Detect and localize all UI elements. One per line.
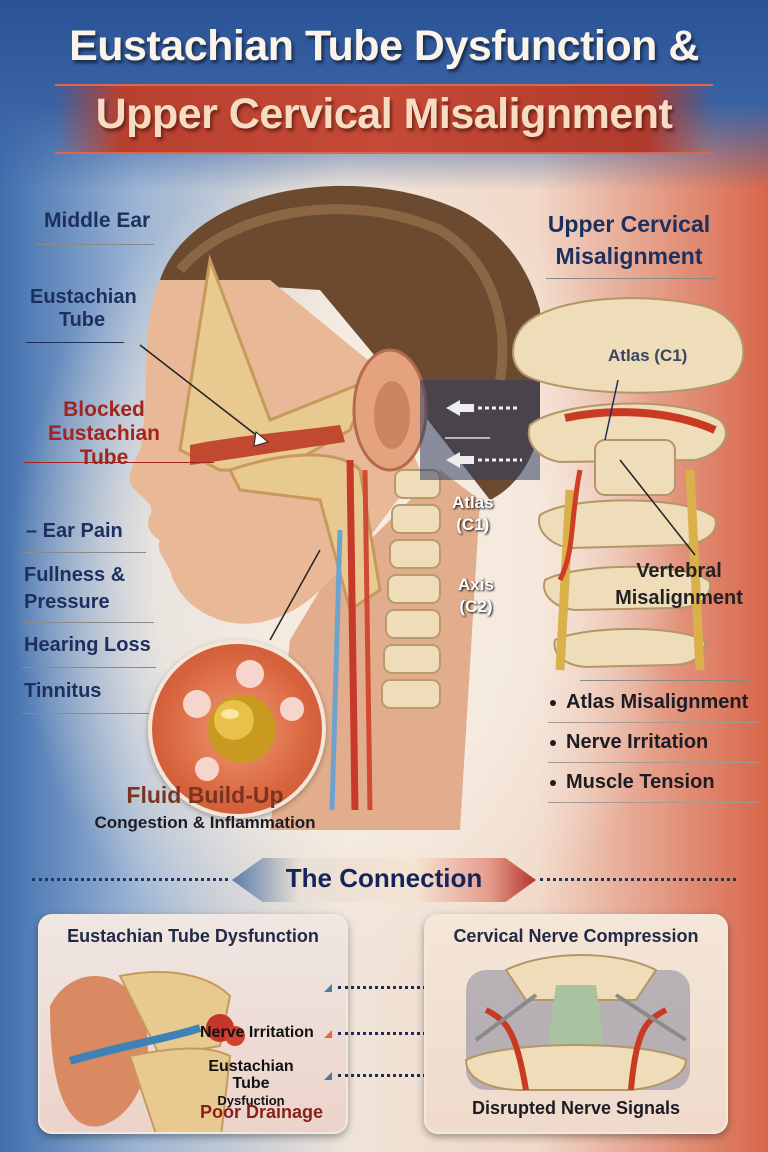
label-eustachian-tube: Eustachian Tube bbox=[30, 286, 137, 332]
card-left-etd-line1: Eustachian Tube bbox=[208, 1058, 294, 1092]
bullet-icon bbox=[550, 699, 556, 706]
right-bullet-list: Atlas Misalignment Nerve Irritation Musc… bbox=[548, 683, 758, 803]
arrow-tail-icon bbox=[324, 1030, 332, 1038]
bullet-icon bbox=[550, 739, 556, 746]
fluid-droplet-icon bbox=[183, 660, 304, 781]
fluid-buildup-magnified-view bbox=[148, 640, 326, 818]
divider bbox=[580, 680, 750, 681]
ear-anatomy-illustration bbox=[50, 971, 245, 1132]
pointer-line bbox=[26, 342, 124, 343]
symptom-tinnitus: Tinnitus bbox=[24, 680, 102, 702]
fluid-subtitle: Congestion & Inflammation bbox=[94, 813, 316, 832]
title-red-band bbox=[55, 84, 713, 154]
symptom-ear-pain: – Ear Pain bbox=[26, 520, 123, 542]
card-left-etd: Eustachian Tube Dysfuction bbox=[190, 1058, 312, 1109]
divider bbox=[22, 713, 162, 714]
label-middle-ear: Middle Ear bbox=[44, 209, 151, 232]
dotted-divider-right bbox=[540, 878, 736, 881]
label-blocked-eustachian-tube: Blocked Eustachian Tube bbox=[24, 398, 184, 470]
bullet-label: Nerve Irritation bbox=[566, 731, 709, 753]
label-blocked-line1: Blocked bbox=[63, 398, 145, 421]
label-eustachian-line2: Tube bbox=[58, 309, 106, 331]
arrow-tail-icon bbox=[324, 1072, 332, 1080]
connection-banner bbox=[232, 858, 536, 902]
divider bbox=[22, 622, 154, 623]
divider bbox=[22, 667, 156, 668]
bullet-muscle-tension: Muscle Tension bbox=[548, 763, 758, 803]
symptom-fullness-pressure: Fullness & Pressure bbox=[24, 562, 125, 616]
card-eustachian-tube-dysfunction: Eustachian Tube Dysfunction Nerve Irrita… bbox=[38, 914, 348, 1134]
fluid-caption: Fluid Build-Up Congestion & Inflammation bbox=[60, 782, 350, 833]
card-right-caption: Disrupted Nerve Signals bbox=[471, 1098, 681, 1118]
pointer-line bbox=[24, 462, 214, 463]
heading-line1: Upper Cervical bbox=[547, 211, 711, 237]
label-axis-c2-neck: Axis (C2) bbox=[458, 574, 494, 618]
bullet-atlas-misalignment: Atlas Misalignment bbox=[548, 683, 758, 723]
arrow-tail-icon bbox=[324, 984, 332, 992]
fluid-title: Fluid Build-Up bbox=[126, 782, 284, 808]
label-atlas-line2: (C1) bbox=[456, 515, 490, 534]
bullet-label: Atlas Misalignment bbox=[566, 691, 749, 713]
card-right-title: Cervical Nerve Compression bbox=[453, 926, 699, 946]
compressed-vertebrae-illustration bbox=[464, 954, 690, 1091]
label-vertebral-misalignment: Vertebral Misalignment bbox=[604, 558, 754, 612]
bullet-nerve-irritation: Nerve Irritation bbox=[548, 723, 758, 763]
heading-upper-cervical-misalignment: Upper Cervical Misalignment bbox=[540, 208, 718, 272]
label-atlas-line1: Atlas bbox=[452, 493, 494, 512]
label-blocked-line2: Eustachian Tube bbox=[47, 422, 161, 469]
divider bbox=[546, 278, 716, 279]
label-atlas-c1-right: Atlas (C1) bbox=[608, 346, 688, 365]
label-eustachian-line1: Eustachian bbox=[30, 286, 137, 308]
card-left-title: Eustachian Tube Dysfunction bbox=[67, 926, 319, 946]
card-left-nerve-irritation: Nerve Irritation bbox=[200, 1024, 314, 1041]
title-block: Eustachian Tube Dysfunction & Upper Cerv… bbox=[0, 0, 768, 165]
bullet-label: Muscle Tension bbox=[566, 771, 715, 793]
divider bbox=[36, 244, 154, 245]
arrow-dots bbox=[338, 1032, 438, 1035]
title-line-2: Upper Cervical Misalignment bbox=[95, 90, 673, 138]
label-axis-line1: Axis bbox=[458, 575, 494, 594]
label-vertebral-line2: Misalignment bbox=[615, 587, 743, 609]
symptom-fullness-line1: Fullness & bbox=[24, 564, 126, 586]
card-left-etd-line2: Dysfuction bbox=[217, 1093, 285, 1108]
label-axis-line2: (C2) bbox=[459, 597, 493, 616]
title-line-1: Eustachian Tube Dysfunction & bbox=[69, 22, 699, 70]
divider bbox=[22, 552, 146, 553]
symptom-fullness-line2: Pressure bbox=[24, 591, 110, 613]
pressure-arrows bbox=[420, 380, 540, 480]
connection-title: The Connection bbox=[285, 863, 483, 893]
cervical-spine-illustration bbox=[512, 297, 745, 671]
left-arrow-icon bbox=[446, 400, 474, 416]
symptom-hearing-loss: Hearing Loss bbox=[24, 634, 151, 656]
label-atlas-c1-neck: Atlas (C1) bbox=[452, 492, 494, 536]
arrow-dots bbox=[338, 1074, 438, 1077]
bullet-icon bbox=[550, 779, 556, 786]
card-cervical-nerve-compression: Cervical Nerve Compression Disrupted Ner… bbox=[424, 914, 728, 1134]
label-vertebral-line1: Vertebral bbox=[636, 560, 722, 582]
heading-line2: Misalignment bbox=[555, 243, 703, 269]
left-arrow-icon bbox=[446, 452, 474, 468]
card-left-poor-drainage: Poor Drainage bbox=[200, 1102, 324, 1122]
dotted-divider-left bbox=[32, 878, 228, 881]
arrow-dots bbox=[338, 986, 438, 989]
